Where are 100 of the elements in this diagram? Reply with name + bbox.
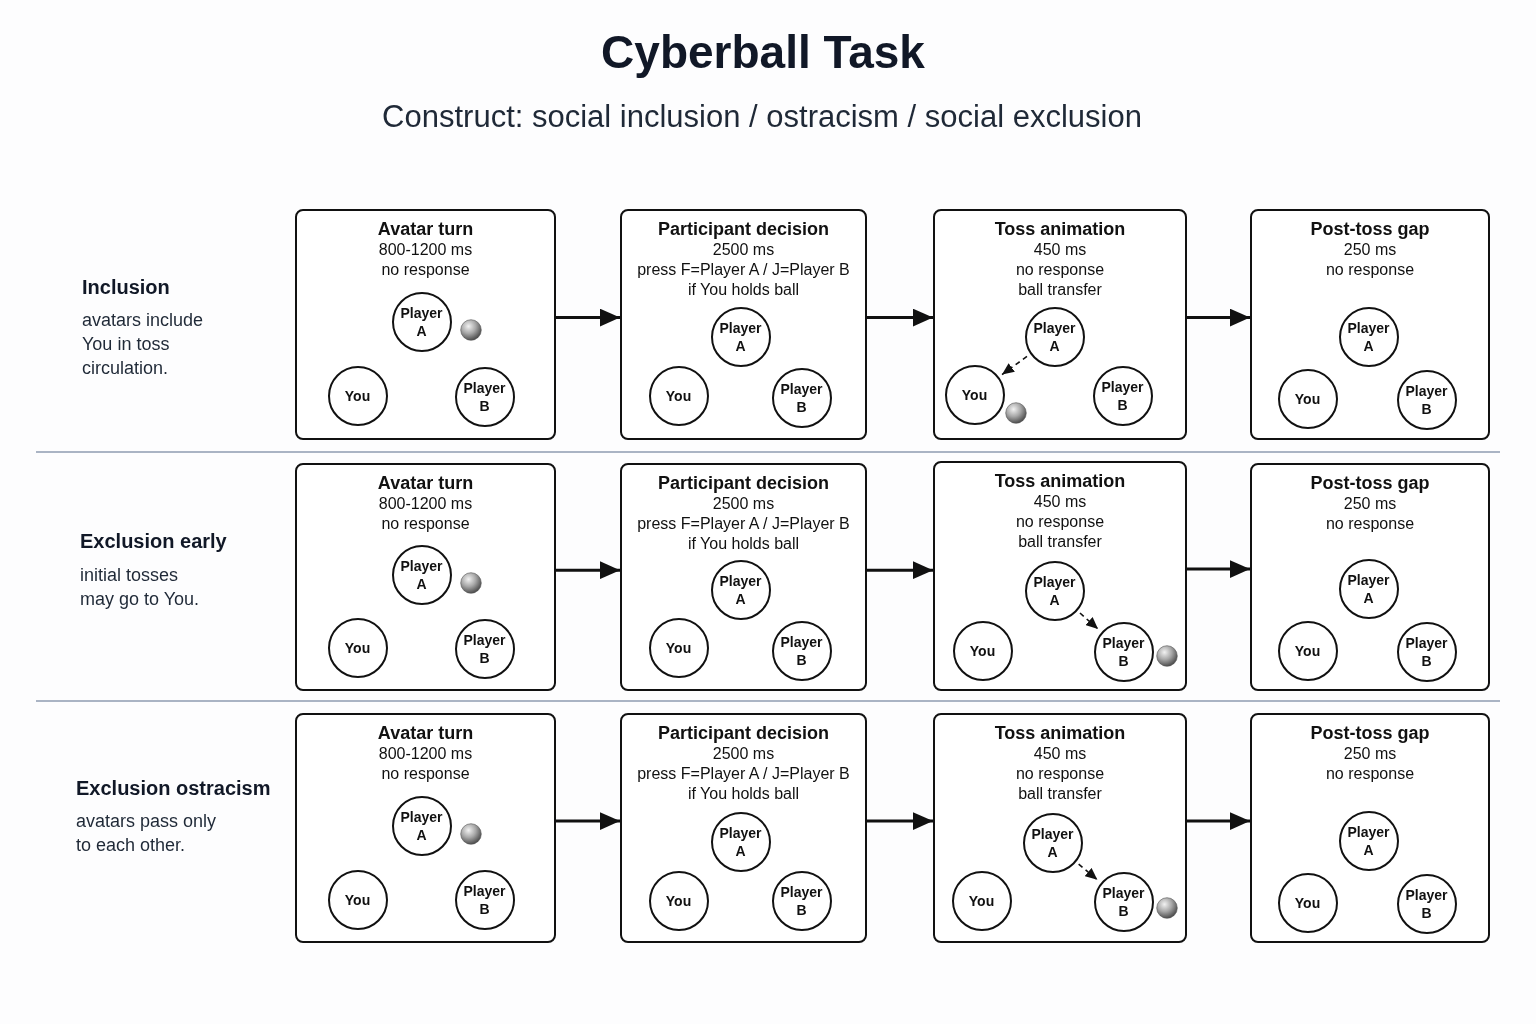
player-label: You	[961, 385, 988, 404]
note-text: ball transfer	[1018, 784, 1102, 804]
note-text: no response	[1325, 764, 1415, 784]
note-text: press F=Player A / J=Player B if You holds ball	[636, 260, 851, 300]
arrow	[867, 308, 933, 327]
duration-text: 250 ms	[1343, 240, 1397, 260]
player-label: Player B	[779, 379, 824, 416]
phase-panel	[295, 209, 556, 440]
duration-text: 250 ms	[1343, 744, 1397, 764]
note-text: no response	[381, 260, 470, 280]
arrow	[556, 812, 620, 830]
player-label: Player B	[779, 632, 824, 669]
dashed-arrow	[1079, 612, 1099, 630]
phase-panel	[933, 713, 1187, 943]
player-label: Player B	[1404, 633, 1449, 670]
player-label: Player B	[1404, 885, 1449, 922]
arrow	[867, 561, 933, 580]
player-label: You	[968, 891, 995, 910]
arrow	[1187, 812, 1250, 830]
note-text: ball transfer	[1018, 532, 1102, 552]
note-text: press F=Player A / J=Player B if You holds ball	[636, 514, 851, 554]
condition-description: avatars include You in toss circulation.	[82, 309, 205, 380]
phase-title: Avatar turn	[377, 472, 474, 494]
phase-title: Toss animation	[994, 722, 1126, 744]
title: Cyberball Task	[601, 25, 925, 79]
phase-title: Toss animation	[994, 218, 1126, 240]
player-label: Player A	[1346, 822, 1391, 859]
dashed-arrow	[1001, 355, 1028, 376]
player-label: You	[344, 638, 371, 657]
condition-heading: Inclusion	[82, 275, 170, 300]
player-label: Player A	[399, 303, 444, 340]
note-text: no response	[1015, 260, 1105, 280]
phase-title: Post-toss gap	[1310, 472, 1430, 494]
player-label: You	[1294, 641, 1321, 660]
player-label: You	[1294, 389, 1321, 408]
note-text: no response	[1325, 260, 1415, 280]
phase-panel	[933, 209, 1187, 440]
player-label: You	[344, 386, 371, 405]
player-label: Player A	[718, 823, 763, 860]
phase-title: Post-toss gap	[1310, 722, 1430, 744]
phase-panel	[1250, 209, 1490, 440]
condition-heading: Exclusion ostracism	[76, 776, 271, 801]
player-label: Player A	[399, 556, 444, 593]
arrow	[1187, 560, 1250, 578]
player-label: You	[344, 890, 371, 909]
duration-text: 2500 ms	[712, 744, 775, 764]
phase-title: Participant decision	[657, 218, 829, 240]
phase-title: Participant decision	[657, 722, 829, 744]
duration-text: 800-1200 ms	[378, 494, 473, 514]
phase-panel	[1250, 463, 1490, 691]
condition-heading: Exclusion early	[80, 529, 227, 554]
subtitle: Construct: social inclusion / ostracism / social exclusion	[382, 99, 1142, 135]
arrow	[556, 308, 620, 327]
player-label: Player A	[1032, 572, 1077, 609]
dashed-arrow	[1077, 863, 1099, 881]
player-label: Player A	[718, 318, 763, 355]
player-label: Player A	[1346, 570, 1391, 607]
duration-text: 2500 ms	[712, 494, 775, 514]
condition-description: avatars pass only to each other.	[76, 810, 218, 857]
player-label: You	[665, 386, 692, 405]
player-label: Player A	[1346, 318, 1391, 355]
player-label: Player B	[1101, 883, 1146, 920]
phase-panel	[620, 209, 867, 440]
phase-panel	[1250, 713, 1490, 943]
player-label: You	[665, 891, 692, 910]
player-label: Player A	[1032, 318, 1077, 355]
phase-panel	[295, 463, 556, 691]
player-label: Player B	[462, 630, 507, 667]
condition-description: initial tosses may go to You.	[80, 564, 201, 611]
player-label: You	[665, 638, 692, 657]
duration-text: 250 ms	[1343, 494, 1397, 514]
duration-text: 2500 ms	[712, 240, 775, 260]
player-label: Player B	[1100, 377, 1145, 414]
phase-panel	[295, 713, 556, 943]
duration-text: 800-1200 ms	[378, 240, 473, 260]
duration-text: 450 ms	[1033, 492, 1087, 512]
player-label: Player B	[462, 881, 507, 918]
duration-text: 800-1200 ms	[378, 744, 473, 764]
note-text: no response	[381, 764, 470, 784]
duration-text: 450 ms	[1033, 744, 1087, 764]
player-label: Player A	[718, 571, 763, 608]
note-text: no response	[381, 514, 470, 534]
player-label: Player B	[1404, 381, 1449, 418]
arrow	[867, 812, 933, 830]
phase-panel	[933, 461, 1187, 691]
note-text: no response	[1015, 512, 1105, 532]
duration-text: 450 ms	[1033, 240, 1087, 260]
player-label: Player A	[399, 807, 444, 844]
player-label: You	[1294, 893, 1321, 912]
note-text: press F=Player A / J=Player B if You holds ball	[636, 764, 851, 804]
phase-title: Participant decision	[657, 472, 829, 494]
phase-panel	[620, 463, 867, 691]
phase-title: Avatar turn	[377, 722, 474, 744]
player-label: Player B	[1101, 633, 1146, 670]
player-label: Player A	[1030, 824, 1075, 861]
player-label: Player B	[462, 378, 507, 415]
phase-title: Post-toss gap	[1310, 218, 1430, 240]
player-label: Player B	[779, 882, 824, 919]
player-label: You	[969, 641, 996, 660]
arrow	[1187, 308, 1250, 327]
